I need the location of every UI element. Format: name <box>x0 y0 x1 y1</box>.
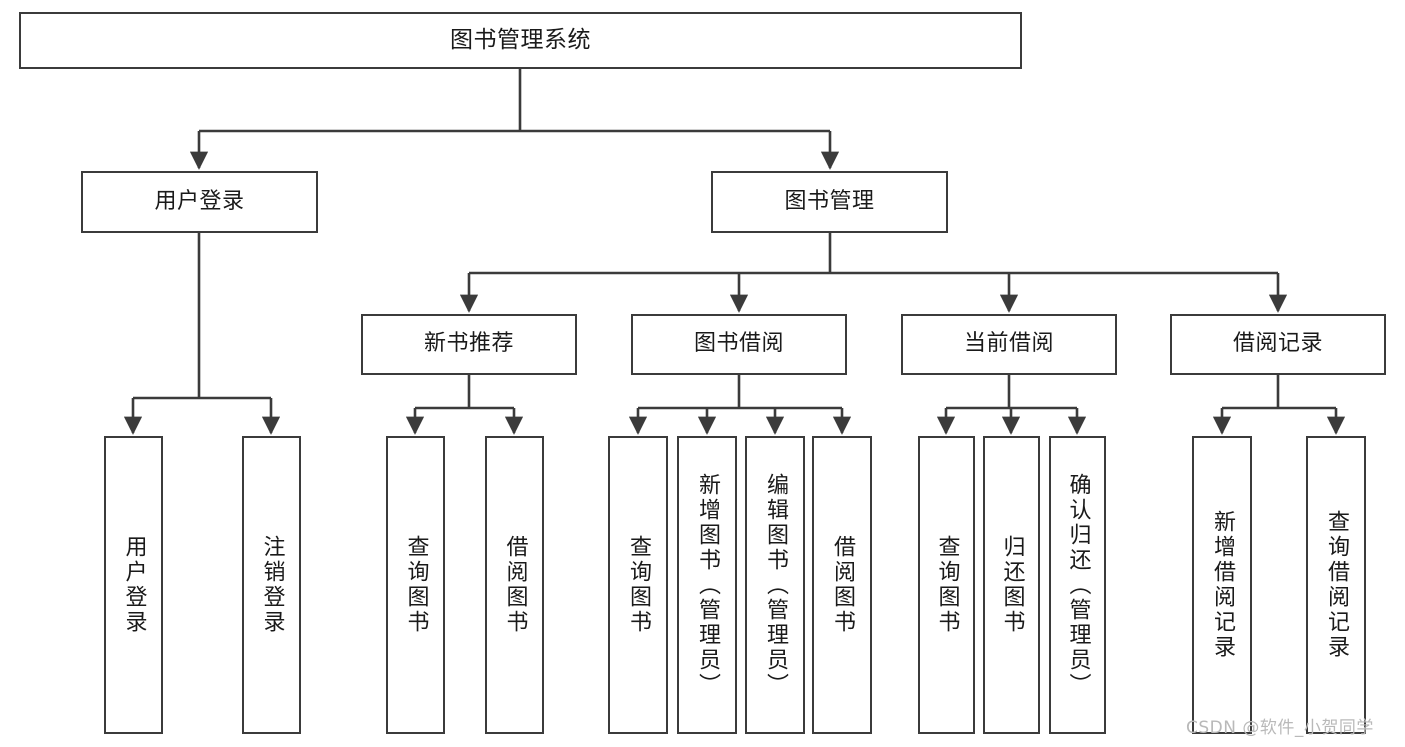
node-current-borrow-label: 当前借阅 <box>963 331 1054 357</box>
leaf-edit-book-admin-label: 编辑图书（管理员） <box>763 472 788 698</box>
node-user-login[interactable]: 用户登录 <box>81 171 318 233</box>
node-book-borrow[interactable]: 图书借阅 <box>631 314 847 375</box>
leaf-borrow-book-new-label: 借阅图书 <box>502 535 528 635</box>
leaf-return-book[interactable]: 归还图书 <box>983 436 1040 734</box>
node-root[interactable]: 图书管理系统 <box>19 12 1022 69</box>
leaf-borrow-book-new[interactable]: 借阅图书 <box>485 436 544 734</box>
csdn-watermark: CSDN @软件_小贺同学 <box>1186 718 1374 738</box>
leaf-return-book-label: 归还图书 <box>999 535 1025 635</box>
leaf-query-book-new[interactable]: 查询图书 <box>386 436 445 734</box>
leaf-query-book-current[interactable]: 查询图书 <box>918 436 975 734</box>
node-user-login-label: 用户登录 <box>154 188 245 214</box>
leaf-query-book-borrow-label: 查询图书 <box>626 535 651 635</box>
leaf-add-borrow-record[interactable]: 新增借阅记录 <box>1192 436 1252 734</box>
node-new-book-recommend[interactable]: 新书推荐 <box>361 314 577 375</box>
leaf-confirm-return-admin-label: 确认归还（管理员） <box>1065 472 1091 698</box>
leaf-user-login[interactable]: 用户登录 <box>104 436 163 734</box>
leaf-logout[interactable]: 注销登录 <box>242 436 301 734</box>
node-current-borrow[interactable]: 当前借阅 <box>901 314 1117 375</box>
node-book-borrow-label: 图书借阅 <box>693 331 784 357</box>
leaf-query-borrow-record-label: 查询借阅记录 <box>1324 510 1349 660</box>
leaf-user-login-label: 用户登录 <box>121 535 147 635</box>
leaf-add-book-admin-label: 新增图书（管理员） <box>695 472 720 698</box>
node-borrow-record[interactable]: 借阅记录 <box>1170 314 1386 375</box>
node-borrow-record-label: 借阅记录 <box>1232 331 1323 357</box>
node-book-management[interactable]: 图书管理 <box>711 171 948 233</box>
leaf-add-borrow-record-label: 新增借阅记录 <box>1210 510 1235 660</box>
leaf-borrow-book[interactable]: 借阅图书 <box>812 436 872 734</box>
leaf-logout-label: 注销登录 <box>259 535 285 635</box>
node-root-label: 图书管理系统 <box>450 26 591 53</box>
leaf-borrow-book-label: 借阅图书 <box>830 535 855 635</box>
leaf-query-borrow-record[interactable]: 查询借阅记录 <box>1306 436 1366 734</box>
leaf-query-book-new-label: 查询图书 <box>403 535 429 635</box>
node-book-management-label: 图书管理 <box>784 188 875 214</box>
leaf-add-book-admin[interactable]: 新增图书（管理员） <box>677 436 737 734</box>
node-new-book-recommend-label: 新书推荐 <box>423 331 514 357</box>
leaf-confirm-return-admin[interactable]: 确认归还（管理员） <box>1049 436 1106 734</box>
leaf-query-book-current-label: 查询图书 <box>934 535 960 635</box>
leaf-query-book-borrow[interactable]: 查询图书 <box>608 436 668 734</box>
leaf-edit-book-admin[interactable]: 编辑图书（管理员） <box>745 436 805 734</box>
